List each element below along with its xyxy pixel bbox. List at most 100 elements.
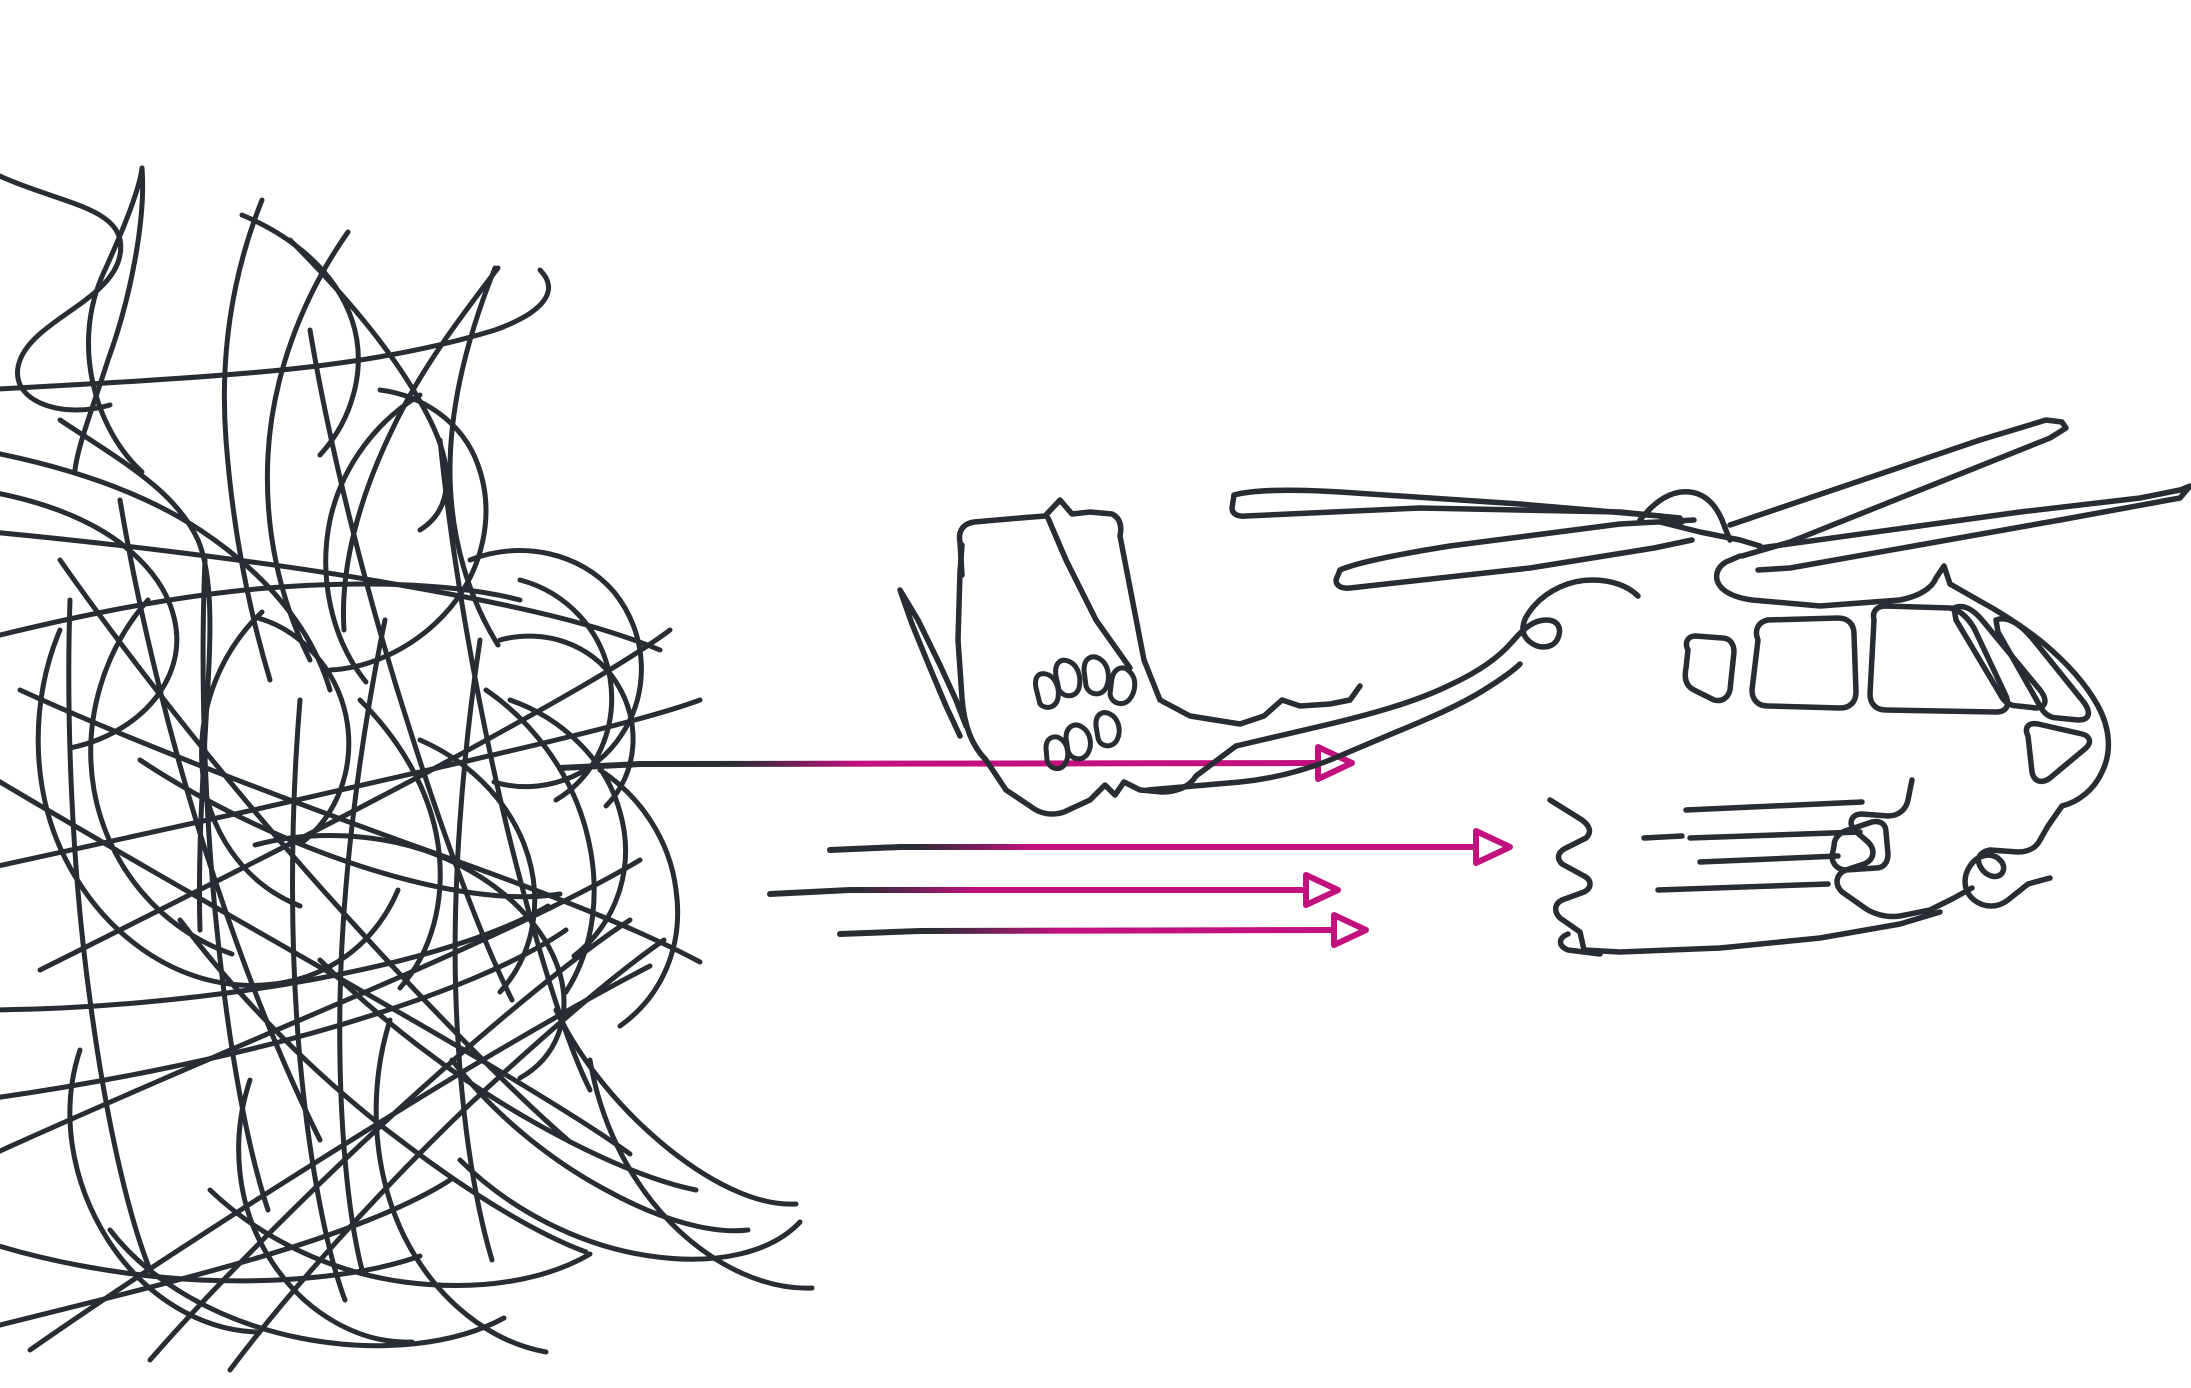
scribble-line — [207, 1187, 593, 1288]
arrow-4-shaft — [837, 927, 1337, 937]
scribble-line — [323, 392, 423, 685]
main-rotor-blade-right-lower — [1755, 483, 2191, 573]
window-small-rear — [1682, 633, 1737, 704]
scribble-line — [307, 327, 515, 1003]
scribble-line — [483, 687, 597, 995]
scribble-line — [147, 917, 633, 1363]
engine-cowling — [1713, 553, 1953, 609]
scribble-line — [0, 1177, 453, 1328]
arrow-3 — [767, 872, 1341, 908]
helicopter-line-art — [897, 417, 2191, 957]
magenta-arrow-group — [557, 744, 1513, 948]
tail-boom-upper — [1233, 577, 1641, 749]
arrow-2-head — [1473, 828, 1513, 866]
scribble-line — [0, 857, 643, 1154]
fuselage-belly — [1145, 661, 1523, 793]
scribble-line — [0, 779, 633, 1157]
scribble-line — [357, 697, 443, 991]
cabin-roof — [1947, 581, 2112, 809]
nose-vent-icon — [2023, 720, 2093, 785]
scribble-line — [66, 597, 153, 1273]
skid-crossbar-4 — [1655, 881, 1831, 893]
scribble-line — [221, 197, 273, 683]
scribble-line — [37, 627, 673, 973]
main-rotor-blade-left-edge — [1231, 487, 1685, 525]
cabin-windows — [1682, 603, 2092, 723]
main-rotor-blade-lower-left-edge — [1337, 517, 1697, 573]
scribble-line — [107, 1227, 507, 1349]
scribble-line — [264, 229, 351, 663]
scribble-line — [337, 617, 388, 1273]
scribble-line — [57, 557, 573, 1145]
scribble-line — [0, 927, 569, 1100]
window-door — [1749, 615, 1859, 711]
skid-strut-front — [1834, 777, 1975, 920]
landing-skids — [1547, 777, 1975, 957]
skid-tube-main — [1581, 909, 1943, 955]
arrow-3-head — [1303, 872, 1341, 908]
arrow-2-shaft — [827, 844, 1479, 853]
scribble-line — [255, 615, 352, 847]
scribble-line — [553, 1007, 799, 1207]
scribble-line — [587, 1057, 815, 1291]
scribble-line — [200, 557, 271, 1213]
tail-fin-trailing-edge — [1045, 515, 1133, 671]
window-cockpit-side — [1867, 603, 2011, 715]
tail-fin — [956, 497, 1363, 727]
skid-crossbar-3 — [1697, 853, 1841, 865]
scribble-line — [447, 265, 501, 648]
windshield — [1993, 616, 2092, 723]
scribble-line — [340, 265, 501, 633]
scribble-line — [236, 1077, 415, 1345]
scribble-line — [0, 1243, 423, 1284]
window-cockpit-front — [1951, 603, 2048, 711]
scribble-line — [287, 237, 450, 533]
arrow-1 — [557, 744, 1355, 782]
tail-fin-leading-edge — [955, 542, 1009, 793]
scribble-line — [0, 173, 124, 413]
nose-contour — [1962, 803, 2065, 909]
scribble-line — [449, 1057, 751, 1234]
skid-strut-rear — [1547, 797, 1593, 953]
skid-crossbar-1 — [1683, 799, 1865, 813]
tail-rotor-vents — [1033, 654, 1138, 772]
arrow-2 — [827, 828, 1513, 866]
scribble-line — [35, 627, 401, 988]
scribble-line — [597, 767, 681, 1029]
scribble-line — [417, 737, 538, 995]
scribble-line — [317, 957, 699, 1193]
scribble-line — [67, 1047, 259, 1335]
scribble-line — [0, 581, 523, 638]
scribble-line — [0, 903, 551, 1013]
scribble-line — [252, 832, 567, 1081]
rotor-hub — [1637, 489, 1733, 543]
tangled-scribble-cluster — [0, 165, 815, 1373]
skid-step-bracket — [1829, 818, 1891, 873]
main-rotor-blade-left — [1229, 492, 1683, 521]
scribble-line — [467, 548, 644, 790]
scribble-line — [72, 165, 146, 475]
fin-spike — [897, 587, 969, 739]
scribble-line — [452, 637, 495, 1263]
rotor-hub-underside — [1657, 519, 1763, 549]
scribble-line — [227, 937, 667, 1373]
arrow-4 — [837, 912, 1369, 948]
scribble-line — [327, 387, 489, 673]
skid-crossbar-2 — [1687, 829, 1863, 841]
skid-dash — [1641, 833, 1685, 841]
scribble-line — [517, 577, 615, 803]
scribble-line — [457, 1157, 803, 1262]
main-rotor-blade-lower-left — [1333, 537, 1695, 591]
scribble-line — [507, 697, 628, 959]
skid-tube-lower — [1557, 931, 1603, 957]
main-rotor-blade-right-upper — [1727, 417, 2069, 559]
scribble-line — [0, 451, 333, 693]
scribble-line — [437, 437, 593, 1093]
scribble-line — [199, 609, 303, 909]
scribble-line — [88, 597, 235, 957]
scribble-line — [177, 917, 589, 1255]
scribble-line — [0, 491, 180, 751]
scribble-line — [497, 633, 636, 809]
